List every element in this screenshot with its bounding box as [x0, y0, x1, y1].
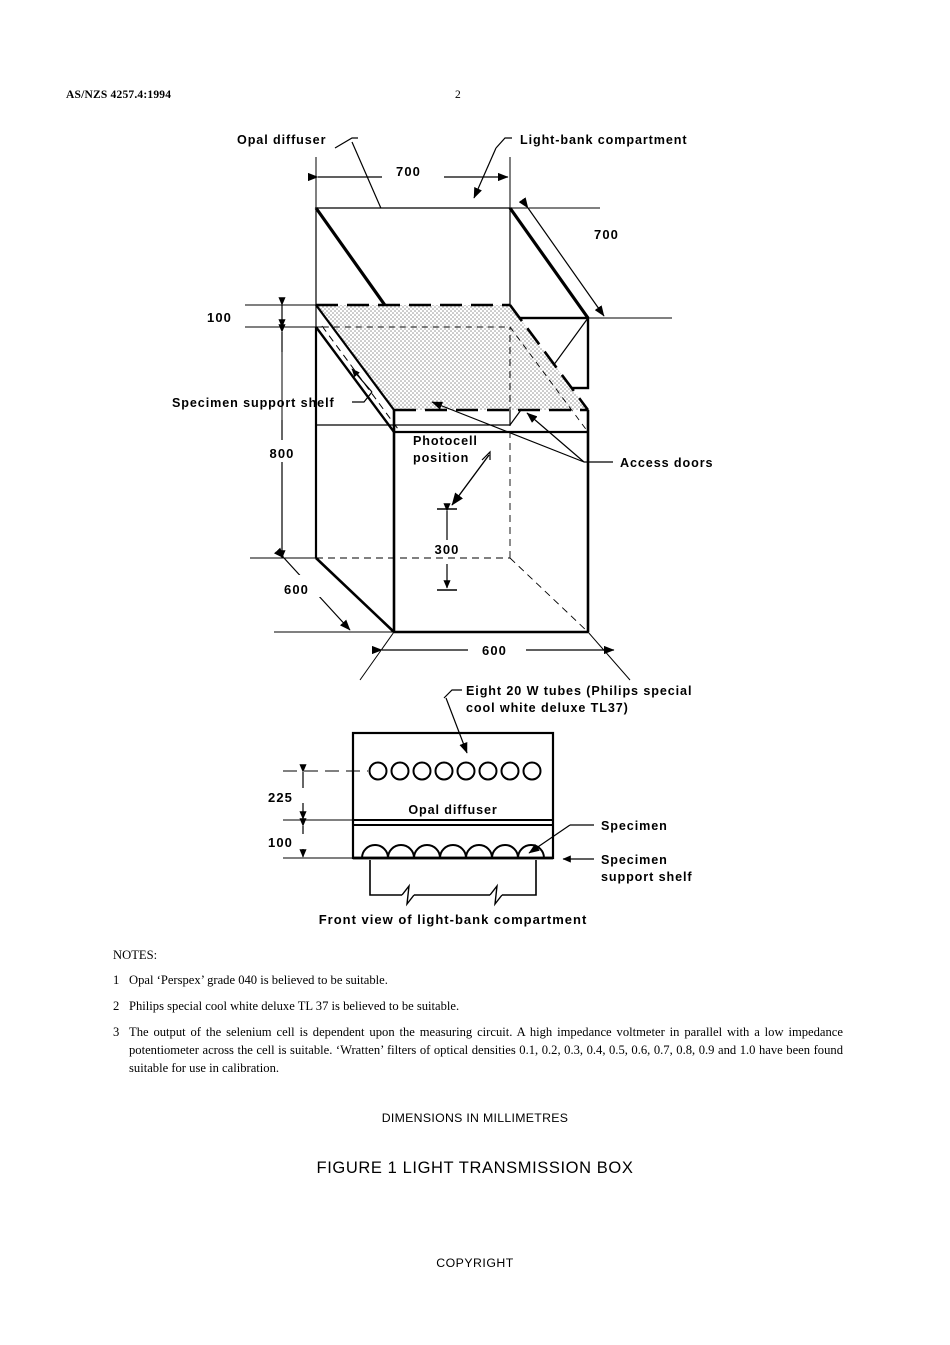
specimen-corrugation [361, 844, 545, 859]
label-specimen-support-shelf-front-1: Specimen [601, 853, 668, 867]
front-view: Eight 20 W tubes (Philips special cool w… [268, 684, 692, 927]
fluorescent-tubes [368, 761, 542, 781]
note-number: 1 [113, 973, 120, 987]
note-text: The output of the selenium cell is depen… [129, 1024, 843, 1075]
note-item: 3 The output of the selenium cell is dep… [113, 1024, 843, 1078]
dim-800-height: 800 [270, 446, 295, 461]
label-tubes-line2: cool white deluxe TL37) [466, 701, 629, 715]
dim-700-depth: 700 [594, 227, 619, 242]
dimension-cabinet-height [256, 352, 310, 559]
copyright-footer: COPYRIGHT [436, 1256, 514, 1270]
leader-tubes [443, 689, 468, 754]
leader-light-bank-compartment [473, 137, 512, 199]
notes-section: NOTES: 1 Opal ‘Perspex’ grade 040 is bel… [113, 948, 843, 1085]
label-opal-diffuser-iso: Opal diffuser [237, 133, 326, 147]
box-edge-top-left [314, 207, 396, 319]
opal-diffuser-plane [316, 305, 588, 410]
figure-caption: FIGURE 1 LIGHT TRANSMISSION BOX [316, 1159, 634, 1177]
label-light-bank-compartment: Light-bank compartment [520, 133, 687, 147]
dimension-top-width [307, 157, 511, 212]
dim-100-gap: 100 [207, 310, 232, 325]
note-number: 2 [113, 998, 120, 1013]
dim-700-width: 700 [396, 164, 421, 179]
dim-100-front: 100 [268, 835, 293, 850]
dimension-tube-to-diffuser [283, 764, 368, 821]
label-tubes-line1: Eight 20 W tubes (Philips special [466, 684, 692, 698]
label-specimen-support-shelf-iso: Specimen support shelf [172, 396, 335, 410]
dimension-diffuser-to-shelf [283, 818, 353, 859]
dimension-top-depth [510, 197, 672, 319]
label-specimen: Specimen [601, 819, 668, 833]
leader-specimen-support-shelf [351, 368, 373, 403]
notes-title: NOTES: [113, 948, 158, 962]
diffuser-left-edge [315, 304, 395, 411]
dimension-photocell-offset [437, 503, 457, 591]
note-number: 3 [113, 1024, 120, 1039]
diffuser-right-edge [508, 304, 590, 411]
dim-300-photocell: 300 [435, 542, 460, 557]
label-opal-diffuser-front: Opal diffuser [408, 803, 497, 817]
dim-225: 225 [268, 790, 293, 805]
front-view-caption: Front view of light-bank compartment [319, 912, 588, 927]
label-specimen-support-shelf-front-2: support shelf [601, 870, 692, 884]
dimension-base-depth [250, 547, 396, 633]
standard-reference: AS/NZS 4257.4:1994 [66, 89, 172, 101]
dimension-diffuser-gap [245, 297, 322, 352]
figure-1-light-transmission-box: Opal diffuser Light-bank compartment 700 [172, 133, 713, 927]
leader-access-doors [431, 401, 613, 463]
front-view-body [351, 731, 555, 860]
dim-600-width: 600 [482, 643, 507, 658]
leader-specimen [528, 824, 594, 854]
dimensions-unit-note: DIMENSIONS IN MILLIMETRES [381, 1111, 569, 1125]
shelf-left-edge [315, 326, 395, 433]
label-photocell-position-line2: position [413, 451, 469, 465]
leader-photocell-position [451, 450, 491, 506]
note-text: Opal ‘Perspex’ grade 040 is believed to … [129, 973, 388, 987]
note-item: 1 Opal ‘Perspex’ grade 040 is believed t… [113, 972, 843, 990]
bottom-bracket [369, 860, 537, 907]
note-text: Philips special cool white deluxe TL 37 … [129, 998, 460, 1013]
dim-600-depth: 600 [284, 582, 309, 597]
label-photocell-position-line1: Photocell [413, 434, 478, 448]
label-access-doors: Access doors [620, 456, 713, 470]
shelf-outline-dashed [316, 326, 589, 433]
isometric-view: Opal diffuser Light-bank compartment 700 [172, 133, 713, 681]
dimension-base-width [359, 631, 631, 681]
note-item: 2 Philips special cool white deluxe TL 3… [113, 998, 843, 1016]
page-number: 2 [455, 89, 461, 101]
